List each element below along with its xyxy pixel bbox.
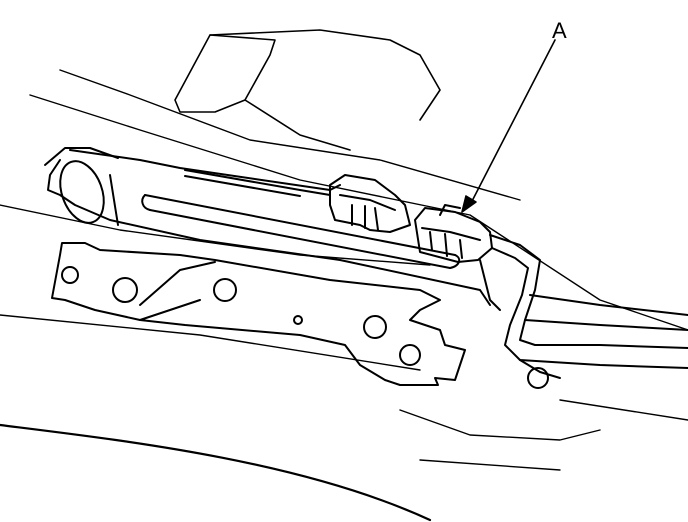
body-panel-outline <box>0 69 688 522</box>
mounting-bracket <box>51 242 466 386</box>
module-cylinder <box>44 147 491 306</box>
callout-label-a: A <box>552 18 567 43</box>
harness-connector-a <box>414 204 493 263</box>
module-connector <box>329 174 411 233</box>
wire-harness <box>479 234 688 389</box>
upper-panel-recess <box>174 29 441 151</box>
callout-a-leader <box>461 39 556 213</box>
